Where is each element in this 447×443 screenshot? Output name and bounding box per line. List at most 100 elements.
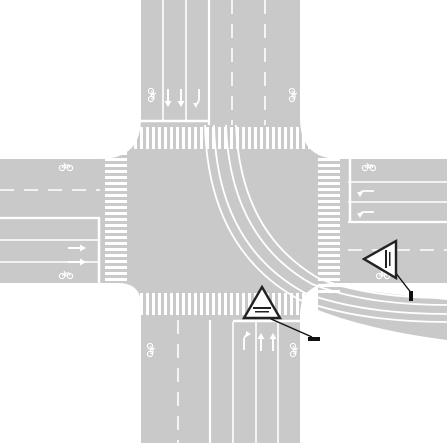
crosswalk-stripe [146, 127, 149, 149]
crosswalk-stripe [318, 206, 340, 209]
crosswalk-stripe [272, 127, 275, 149]
crosswalk-stripe [105, 272, 127, 275]
crosswalk-stripe [105, 278, 127, 281]
crosswalk-stripe [284, 127, 287, 149]
crosswalk-east [318, 152, 340, 293]
crosswalk-stripe [296, 293, 299, 315]
crosswalk-stripe [318, 254, 340, 257]
crosswalk-stripe [218, 127, 221, 149]
crosswalk-stripe [105, 158, 127, 161]
crosswalk-stripe [318, 218, 340, 221]
crosswalk-stripe [302, 293, 305, 315]
crosswalk-stripe [188, 293, 191, 315]
crosswalk-stripe [105, 242, 127, 245]
corner-sw [100, 283, 141, 325]
crosswalk-stripe [176, 293, 179, 315]
crosswalk-stripe [318, 200, 340, 203]
crosswalk-stripe [290, 127, 293, 149]
corner-ne [300, 100, 348, 159]
rail-track [204, 124, 447, 323]
crosswalk-stripe [194, 293, 197, 315]
crosswalk-stripe [254, 127, 257, 149]
sign-post-base [308, 337, 320, 341]
crosswalk-stripe [318, 194, 340, 197]
crosswalk-stripe [318, 230, 340, 233]
crosswalk-stripe [318, 182, 340, 185]
direction-arrows [68, 89, 374, 351]
bicycle-icon [288, 87, 298, 103]
crosswalk-stripe [140, 127, 143, 149]
crosswalk-stripe [278, 293, 281, 315]
crosswalk-stripe [318, 224, 340, 227]
crosswalk-stripe [318, 176, 340, 179]
crosswalk-stripe [318, 152, 340, 155]
crosswalk-stripe [302, 127, 305, 149]
crosswalk-stripe [206, 127, 209, 149]
rail-line-2 [213, 124, 447, 315]
crosswalk-stripe [105, 254, 127, 257]
crosswalk-stripe [284, 293, 287, 315]
crosswalk-stripe [200, 127, 203, 149]
rail-line-4 [235, 124, 447, 299]
crosswalk-stripe [212, 127, 215, 149]
crosswalk-stripe [318, 290, 340, 293]
crosswalk-stripe [266, 127, 269, 149]
crosswalk-stripe [248, 293, 251, 315]
crosswalk-stripe [164, 293, 167, 315]
crosswalk-stripe [140, 293, 143, 315]
crosswalk-stripe [318, 284, 340, 287]
crosswalk-stripe [182, 127, 185, 149]
crosswalk-stripe [318, 242, 340, 245]
crosswalk-stripe [152, 127, 155, 149]
crosswalk-stripe [236, 293, 239, 315]
warning-sign-south [241, 284, 320, 341]
crosswalk-stripe [105, 182, 127, 185]
arrow-left-turn-icon [357, 190, 374, 197]
arrow-straight-icon [177, 89, 185, 107]
crosswalk-stripe [170, 127, 173, 149]
crosswalk-stripe [296, 127, 299, 149]
crosswalk-stripe [105, 206, 127, 209]
arrow-straight-icon [269, 333, 277, 351]
crosswalk-west [105, 152, 127, 293]
crosswalk-stripe [105, 224, 127, 227]
triangle-warning-sign-icon [241, 284, 283, 320]
crosswalk-stripe [318, 248, 340, 251]
crosswalk-stripe [188, 127, 191, 149]
crosswalk-stripe [105, 266, 127, 269]
crosswalk-stripe [318, 170, 340, 173]
crosswalk-stripe [170, 293, 173, 315]
crosswalk-stripe [105, 248, 127, 251]
crosswalk-stripe [318, 212, 340, 215]
crosswalk-stripe [242, 293, 245, 315]
crosswalk-stripe [105, 188, 127, 191]
crosswalk-stripe [164, 127, 167, 149]
crosswalk-stripe [105, 236, 127, 239]
sign-post-base [409, 291, 413, 301]
crosswalk-stripe [105, 170, 127, 173]
crosswalk-stripe [158, 293, 161, 315]
bicycle-symbols [58, 87, 391, 358]
crosswalk-stripe [152, 293, 155, 315]
crosswalk-stripe [230, 293, 233, 315]
crosswalk-stripe [224, 127, 227, 149]
crosswalk-stripe [105, 230, 127, 233]
crosswalk-stripe [318, 260, 340, 263]
crosswalk-stripe [105, 218, 127, 221]
crosswalk-south [134, 293, 311, 315]
crosswalk-stripe [278, 127, 281, 149]
crosswalk-stripe [318, 266, 340, 269]
rail-line-1 [204, 124, 447, 323]
arrow-left-turn-icon [243, 331, 251, 350]
crosswalk-stripe [105, 284, 127, 287]
bicycle-icon [58, 162, 74, 172]
crosswalk-stripe [218, 293, 221, 315]
crosswalk-stripe [146, 293, 149, 315]
crosswalk-stripe [272, 293, 275, 315]
crosswalk-stripe [182, 293, 185, 315]
bicycle-icon [361, 162, 377, 172]
crosswalk-stripe [318, 272, 340, 275]
crosswalk-stripe [105, 290, 127, 293]
